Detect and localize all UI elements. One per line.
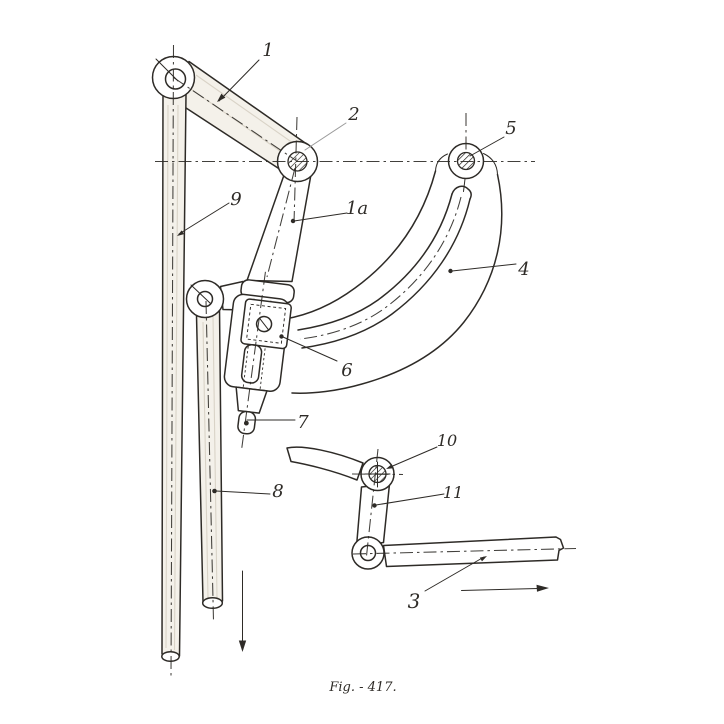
part-label-10: 10	[437, 431, 457, 450]
leader-3-arrowhead	[479, 556, 487, 562]
rod-8-centerline	[205, 300, 215, 622]
down-arrow-head	[238, 640, 247, 652]
lever-10	[286, 446, 364, 481]
right-arrow-head	[536, 584, 549, 592]
slot-centerline	[299, 196, 462, 340]
leader-10-arrowhead	[386, 464, 394, 469]
link-1a-body	[246, 173, 312, 283]
clamp-bolt-tick	[259, 317, 269, 331]
leader-6	[282, 336, 338, 362]
link-11-centerline	[365, 448, 379, 557]
leader-lines	[177, 59, 517, 592]
part-label-8: 8	[272, 481, 283, 502]
rod-3-centerline	[352, 547, 577, 555]
part-label-3: 3	[408, 589, 421, 613]
pivot-1-tick	[155, 58, 179, 82]
leader-5	[469, 136, 505, 157]
right-arrow-shaft	[461, 588, 539, 591]
quadrant-fillet-right	[483, 153, 498, 175]
leader-4-dot	[448, 268, 453, 274]
leader-9	[178, 202, 230, 235]
part-label-5: 5	[505, 118, 516, 139]
leader-1	[218, 59, 260, 102]
pivot5-slot-tick	[463, 178, 466, 192]
leader-9-arrowhead	[177, 230, 185, 236]
rod-3	[382, 536, 565, 568]
leader-6-dot	[279, 334, 284, 339]
pointer-7	[237, 410, 257, 435]
link-1a-centerline	[266, 167, 296, 278]
rod-9-centerline	[170, 44, 175, 677]
part-label-4: 4	[517, 259, 529, 280]
part-label-11: 11	[443, 483, 463, 502]
slider-block-6	[223, 271, 295, 449]
quadrant-fillet-left	[435, 153, 448, 172]
leader-10	[387, 446, 438, 469]
pivot-12-inner	[359, 544, 377, 562]
hinge-pivot-tick	[190, 284, 211, 304]
part-label-1: 1	[262, 40, 273, 61]
slider-plate-hidden-edge	[246, 303, 287, 344]
link-1-centerline	[173, 77, 298, 162]
part-label-2: 2	[347, 104, 359, 125]
rod-9-body	[161, 91, 187, 657]
link-1a	[246, 173, 312, 283]
part-labels: 1 2 5 9 1a 4 6 7 8 10 11 3	[230, 40, 529, 613]
slot-lower-edge	[301, 198, 471, 349]
leader-1-arrowhead	[217, 93, 226, 102]
rod-9-end-cap	[161, 650, 180, 663]
part-label-1a: 1a	[346, 198, 368, 219]
leader-1a-dot	[290, 218, 296, 224]
pivot-2-centerline	[293, 116, 298, 224]
slot-upper-edge	[297, 193, 453, 331]
leader-1a	[293, 212, 348, 222]
leader-8-dot	[212, 488, 217, 494]
leader-4	[451, 263, 517, 272]
stem-step	[235, 386, 268, 414]
rod-8	[195, 307, 224, 610]
stem-slot	[240, 344, 263, 384]
motion-arrows	[238, 570, 549, 652]
part-label-6: 6	[341, 360, 352, 381]
quadrant-outer-edge	[291, 173, 503, 394]
figure-caption: Fig. - 417.	[328, 680, 396, 695]
rod-8-body	[195, 307, 224, 603]
rod-8-end-cap	[201, 596, 224, 610]
centerlines	[155, 44, 577, 677]
leader-11	[375, 493, 445, 506]
rod-8-shading	[202, 315, 218, 599]
leader-3	[424, 556, 485, 592]
slot-end-cap	[451, 185, 472, 200]
lower-linkage	[286, 446, 565, 568]
leader-11-dot	[372, 503, 377, 508]
part-label-9: 9	[230, 189, 241, 210]
pivot-10-horizontal-centerline	[351, 473, 404, 476]
quadrant-4	[284, 153, 503, 394]
rod-9	[161, 91, 187, 663]
leader-2	[304, 122, 347, 151]
pivots	[151, 55, 485, 570]
quadrant-inner-edge	[284, 170, 437, 320]
block-axis-centerline	[241, 271, 266, 449]
part-label-7: 7	[297, 412, 309, 433]
leader-8	[215, 490, 271, 495]
rod-9-shading	[165, 104, 179, 651]
